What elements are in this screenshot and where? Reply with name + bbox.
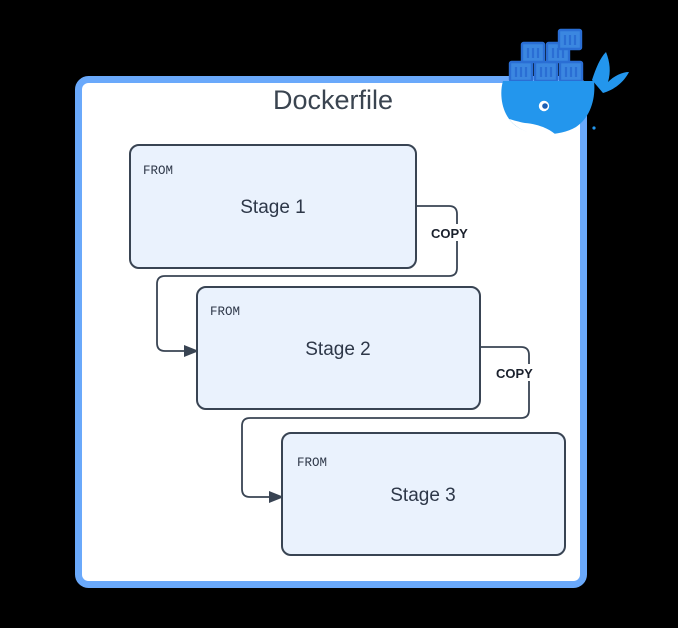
stage-1-label: Stage 1 bbox=[240, 197, 306, 218]
stage-3-rect[interactable] bbox=[281, 432, 566, 556]
whale-spout-dot bbox=[592, 126, 596, 130]
copy-label-1-backdrop bbox=[429, 224, 481, 241]
whale-tail bbox=[592, 52, 629, 93]
copy-label-1-group: COPY bbox=[429, 224, 481, 241]
docker-whale-logo bbox=[501, 28, 629, 136]
container-slats bbox=[514, 35, 578, 77]
stage-2-label: Stage 2 bbox=[305, 339, 371, 360]
connector-copy-2-arrowhead bbox=[269, 491, 284, 503]
stage-box-stage-2[interactable]: FROM Stage 2 bbox=[196, 286, 481, 410]
connector-copy-2 bbox=[241, 346, 530, 503]
copy-label-2-backdrop bbox=[494, 364, 546, 381]
page-title: Dockerfile bbox=[273, 85, 393, 115]
connector-copy-1-arrowhead bbox=[184, 345, 199, 357]
connector-copy-2-path bbox=[241, 346, 530, 498]
stage-1-rect[interactable] bbox=[129, 144, 417, 269]
stage-2-from-keyword: FROM bbox=[210, 305, 240, 319]
stage-3-label: Stage 3 bbox=[390, 485, 456, 506]
stage-2-rect[interactable] bbox=[196, 286, 481, 410]
copy-label-2: COPY bbox=[496, 366, 533, 381]
whale-container-stack bbox=[508, 28, 584, 83]
copy-label-1: COPY bbox=[431, 226, 468, 241]
connector-copy-1 bbox=[156, 205, 458, 357]
stage-box-stage-1[interactable]: FROM Stage 1 bbox=[129, 144, 417, 269]
stage-1-from-keyword: FROM bbox=[143, 164, 173, 178]
stage-box-stage-3[interactable]: FROM Stage 3 bbox=[281, 432, 566, 556]
copy-label-2-group: COPY bbox=[494, 364, 546, 381]
whale-mouth bbox=[509, 119, 555, 136]
whale-eye-pupil bbox=[542, 103, 548, 109]
connector-copy-1-path bbox=[156, 205, 458, 352]
stage-3-from-keyword: FROM bbox=[297, 456, 327, 470]
